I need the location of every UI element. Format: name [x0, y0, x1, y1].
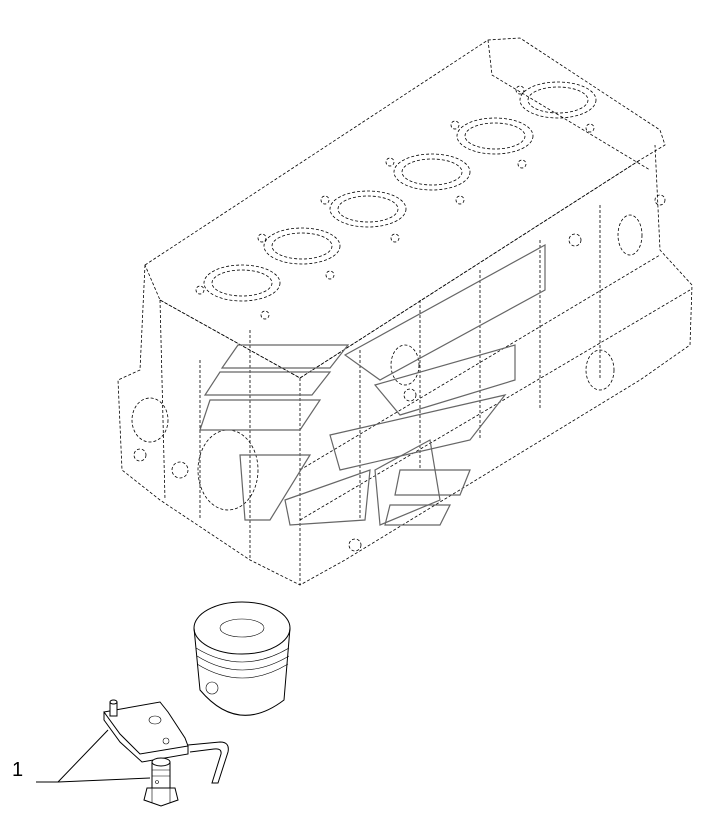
callout-label-1: 1 [12, 759, 24, 781]
brand-watermark [199, 243, 546, 526]
banjo-bolt [143, 757, 179, 807]
piston [193, 601, 291, 716]
engine-block-phantom [117, 37, 693, 586]
callout-1-leaders [36, 729, 151, 783]
oil-jet-bracket [103, 699, 229, 784]
